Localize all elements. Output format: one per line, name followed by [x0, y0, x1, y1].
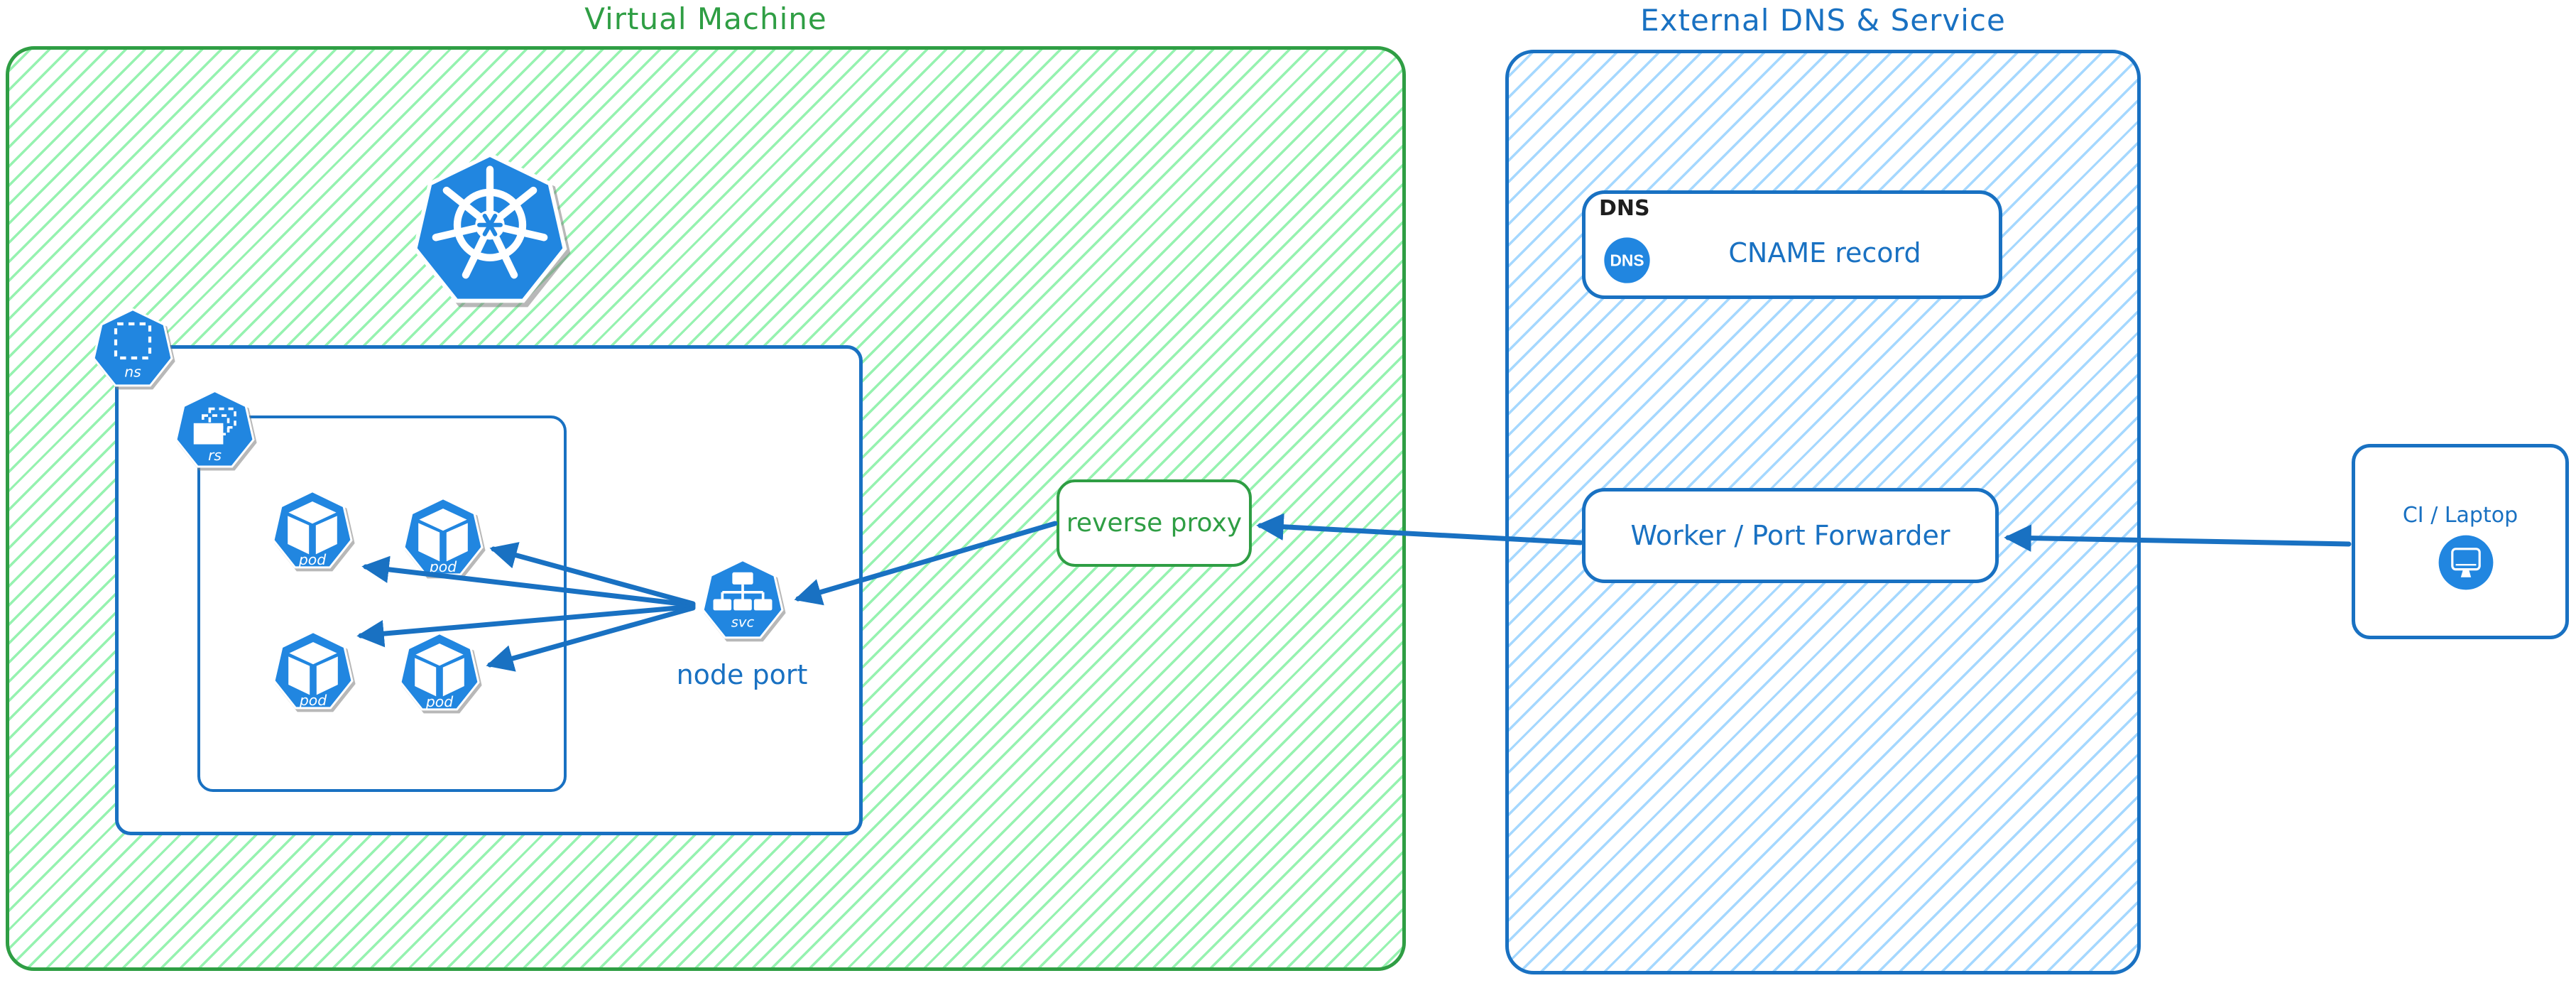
external-group-title: External DNS & Service: [1640, 3, 2006, 38]
pod-icon: pod: [399, 631, 480, 711]
svg-text:DNS: DNS: [1610, 251, 1644, 270]
vm-group-title: Virtual Machine: [584, 1, 827, 36]
service-icon: svc: [702, 558, 784, 639]
svg-text:pod: pod: [429, 558, 457, 575]
svg-text:pod: pod: [298, 551, 327, 568]
worker-label: Worker / Port Forwarder: [1630, 520, 1950, 551]
pod-icon: pod: [272, 489, 353, 569]
svg-text:pod: pod: [299, 692, 327, 709]
dns-icon: DNS: [1604, 237, 1650, 283]
svg-text:ns: ns: [124, 363, 141, 380]
reverse-proxy-node: reverse proxy: [1057, 479, 1252, 567]
pod-icon: pod: [273, 630, 354, 710]
svg-text:rs: rs: [208, 447, 222, 464]
cname-record-label: CNAME record: [1728, 237, 1921, 268]
kubernetes-icon: [413, 152, 567, 303]
namespace-icon: ns: [92, 308, 173, 387]
reverse-proxy-label: reverse proxy: [1066, 509, 1243, 538]
cname-record-node: [1582, 190, 2002, 299]
node-port-label: node port: [676, 659, 808, 690]
svg-text:svc: svc: [731, 614, 755, 631]
svg-text:pod: pod: [425, 693, 454, 710]
dns-tag-label: DNS: [1599, 196, 1650, 221]
pod-icon: pod: [403, 496, 484, 576]
replicaset-icon: rs: [175, 389, 255, 468]
worker-port-forwarder-node: Worker / Port Forwarder: [1582, 488, 1999, 583]
ci-laptop-label: CI / Laptop: [2402, 503, 2518, 528]
monitor-icon: [2438, 535, 2494, 590]
